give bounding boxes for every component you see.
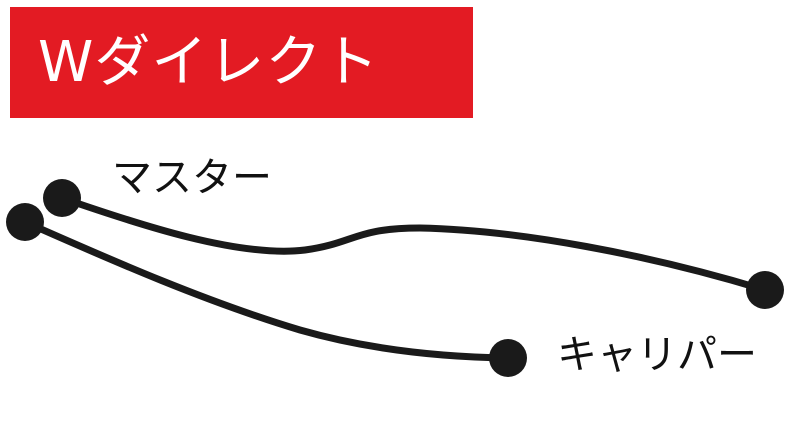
title-banner: Wダイレクト bbox=[10, 7, 473, 118]
title-text: Wダイレクト bbox=[38, 29, 380, 95]
caliper-fitting-left bbox=[489, 339, 527, 377]
caliper-fitting-right bbox=[746, 271, 784, 309]
caliper-label: キャリパー bbox=[557, 332, 757, 378]
master-fitting-upper bbox=[43, 179, 81, 217]
master-fitting-lower bbox=[6, 203, 44, 241]
master-label: マスター bbox=[112, 155, 272, 201]
lower-brake-hose bbox=[21, 218, 512, 362]
upper-brake-hose bbox=[58, 194, 769, 294]
